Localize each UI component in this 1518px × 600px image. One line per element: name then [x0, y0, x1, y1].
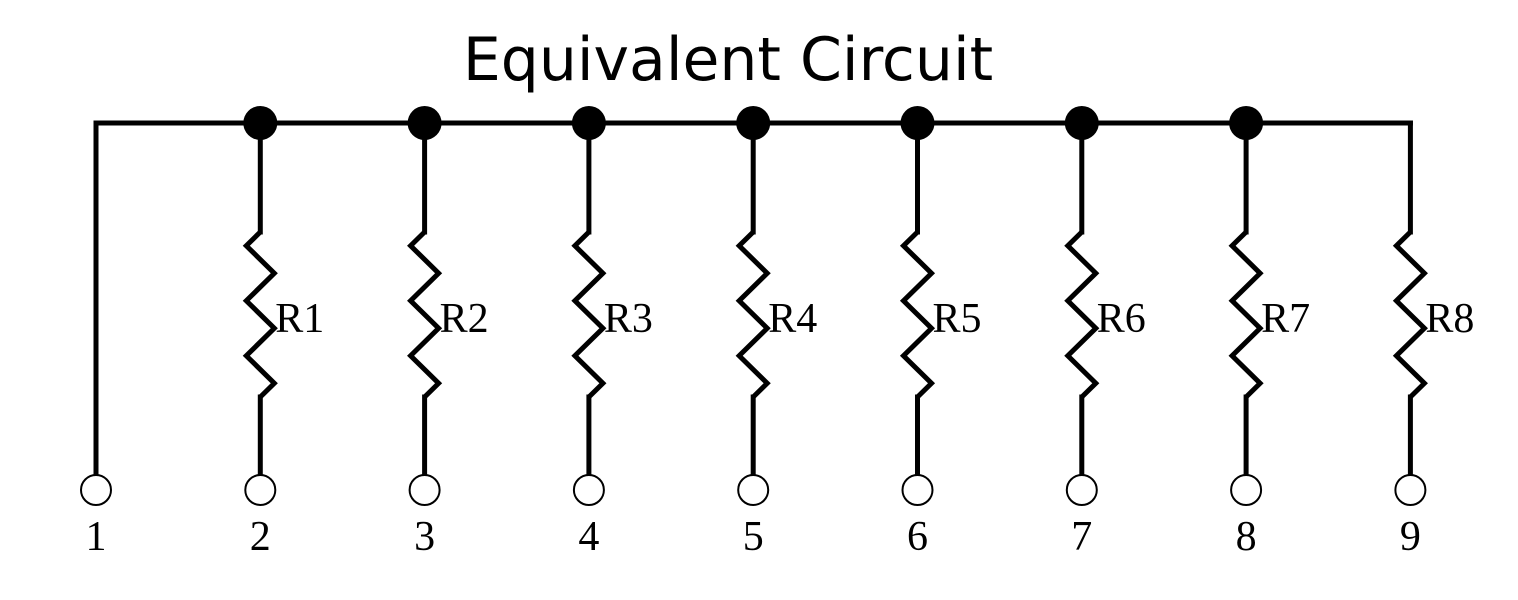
junction-dot [900, 106, 935, 140]
resistor-label-r2: R2 [440, 296, 489, 342]
pin-label-6: 6 [907, 514, 928, 560]
terminal-circle [408, 474, 441, 506]
resistor-label-r7: R7 [1261, 296, 1310, 342]
resistor-zigzag [899, 230, 936, 399]
resistor-label-r4: R4 [768, 296, 817, 342]
junction-dot [571, 106, 606, 140]
resistor-zigzag [1392, 230, 1428, 399]
junction-dot [243, 106, 278, 140]
pin-label-5: 5 [743, 514, 764, 560]
pin-label-1: 1 [86, 514, 107, 560]
resistor-zigzag [242, 230, 278, 399]
terminal-circle [901, 474, 934, 506]
pin-label-8: 8 [1236, 514, 1257, 560]
junction-dot [1229, 106, 1264, 140]
terminal-circle [80, 474, 112, 506]
pin-label-3: 3 [414, 514, 435, 560]
resistor-zigzag [571, 230, 607, 399]
resistor-label-r3: R3 [604, 296, 653, 342]
terminal-circle [244, 474, 277, 506]
pin-label-4: 4 [578, 514, 599, 560]
resistor-zigzag [1228, 230, 1264, 399]
resistor-zigzag [1064, 230, 1100, 399]
resistor-zigzag [735, 230, 771, 399]
terminal-circle [737, 474, 770, 506]
junction-dot [1064, 106, 1099, 140]
terminals-group: 1 2 3 4 5 6 7 8 9 [80, 474, 1427, 560]
junction-dot [736, 106, 771, 140]
pin-label-7: 7 [1071, 514, 1092, 560]
resistor-label-r5: R5 [933, 296, 982, 342]
terminal-circle [1230, 474, 1263, 506]
pin-label-2: 2 [250, 514, 271, 560]
junctions-group [243, 106, 1264, 140]
resistor-label-r1: R1 [275, 296, 324, 342]
resistor-zigzag [407, 230, 443, 399]
resistor-label-r8: R8 [1425, 296, 1474, 342]
pin-label-9: 9 [1400, 514, 1421, 560]
diagram-title: Equivalent Circuit [463, 25, 993, 95]
terminal-circle [572, 474, 605, 506]
junction-dot [407, 106, 442, 140]
resistor-label-r6: R6 [1097, 296, 1146, 342]
resistors-group: R1 R2 R3 R4 R5 R6 R7 R8 [242, 230, 1474, 399]
terminal-circle [1394, 474, 1427, 506]
terminal-circle [1065, 474, 1098, 506]
